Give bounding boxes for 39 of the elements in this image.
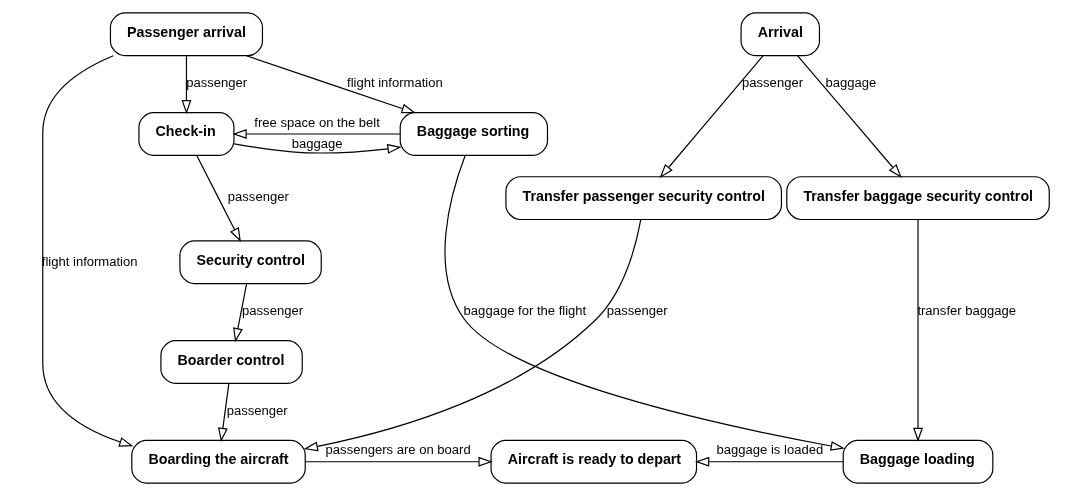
node-box: Baggage sorting (399, 112, 548, 156)
arrow (694, 456, 844, 467)
edge-label: passengers are on board (325, 442, 471, 458)
arrow (195, 154, 241, 243)
arrow (232, 283, 247, 343)
edge-label: baggage (291, 136, 342, 151)
edge-label: baggage is loaded (716, 442, 823, 458)
node-box: Check-in (137, 112, 235, 156)
edge-label: passenger (241, 303, 303, 319)
node-box: Aircraft is ready to depart (489, 439, 697, 484)
edge-label: free space on the belt (253, 114, 380, 130)
node-box: Passenger arrival (109, 12, 263, 57)
edge-label: passenger (227, 189, 289, 205)
arrow (233, 143, 402, 154)
edge-label: passenger (185, 75, 247, 91)
arrow (231, 129, 401, 139)
node-box: Security control (178, 240, 322, 285)
edge-label: passenger (741, 75, 803, 91)
node-box: Boarder control (159, 340, 303, 384)
arrow (912, 219, 923, 442)
arrow (796, 55, 902, 179)
arrow (180, 55, 191, 115)
edge-label: baggage (825, 75, 876, 91)
arrow (303, 219, 641, 452)
node-box: Transfer passenger security control (504, 176, 782, 221)
edge-label: baggage for the flight (463, 303, 586, 319)
arrow (245, 55, 416, 114)
node-box: Arrival (739, 12, 820, 57)
arrow (304, 456, 493, 467)
arrow (659, 55, 764, 179)
node-box: Transfer baggage security control (785, 176, 1050, 221)
edge-label: passenger (606, 303, 668, 319)
edge-label: flight information (346, 75, 443, 91)
edge-label: passenger (226, 403, 288, 419)
arrow (443, 155, 845, 451)
arrow (41, 55, 133, 447)
node-box: Boarding the aircraft (130, 439, 306, 484)
arrow (217, 383, 229, 443)
node-box: Baggage loading (842, 439, 993, 484)
